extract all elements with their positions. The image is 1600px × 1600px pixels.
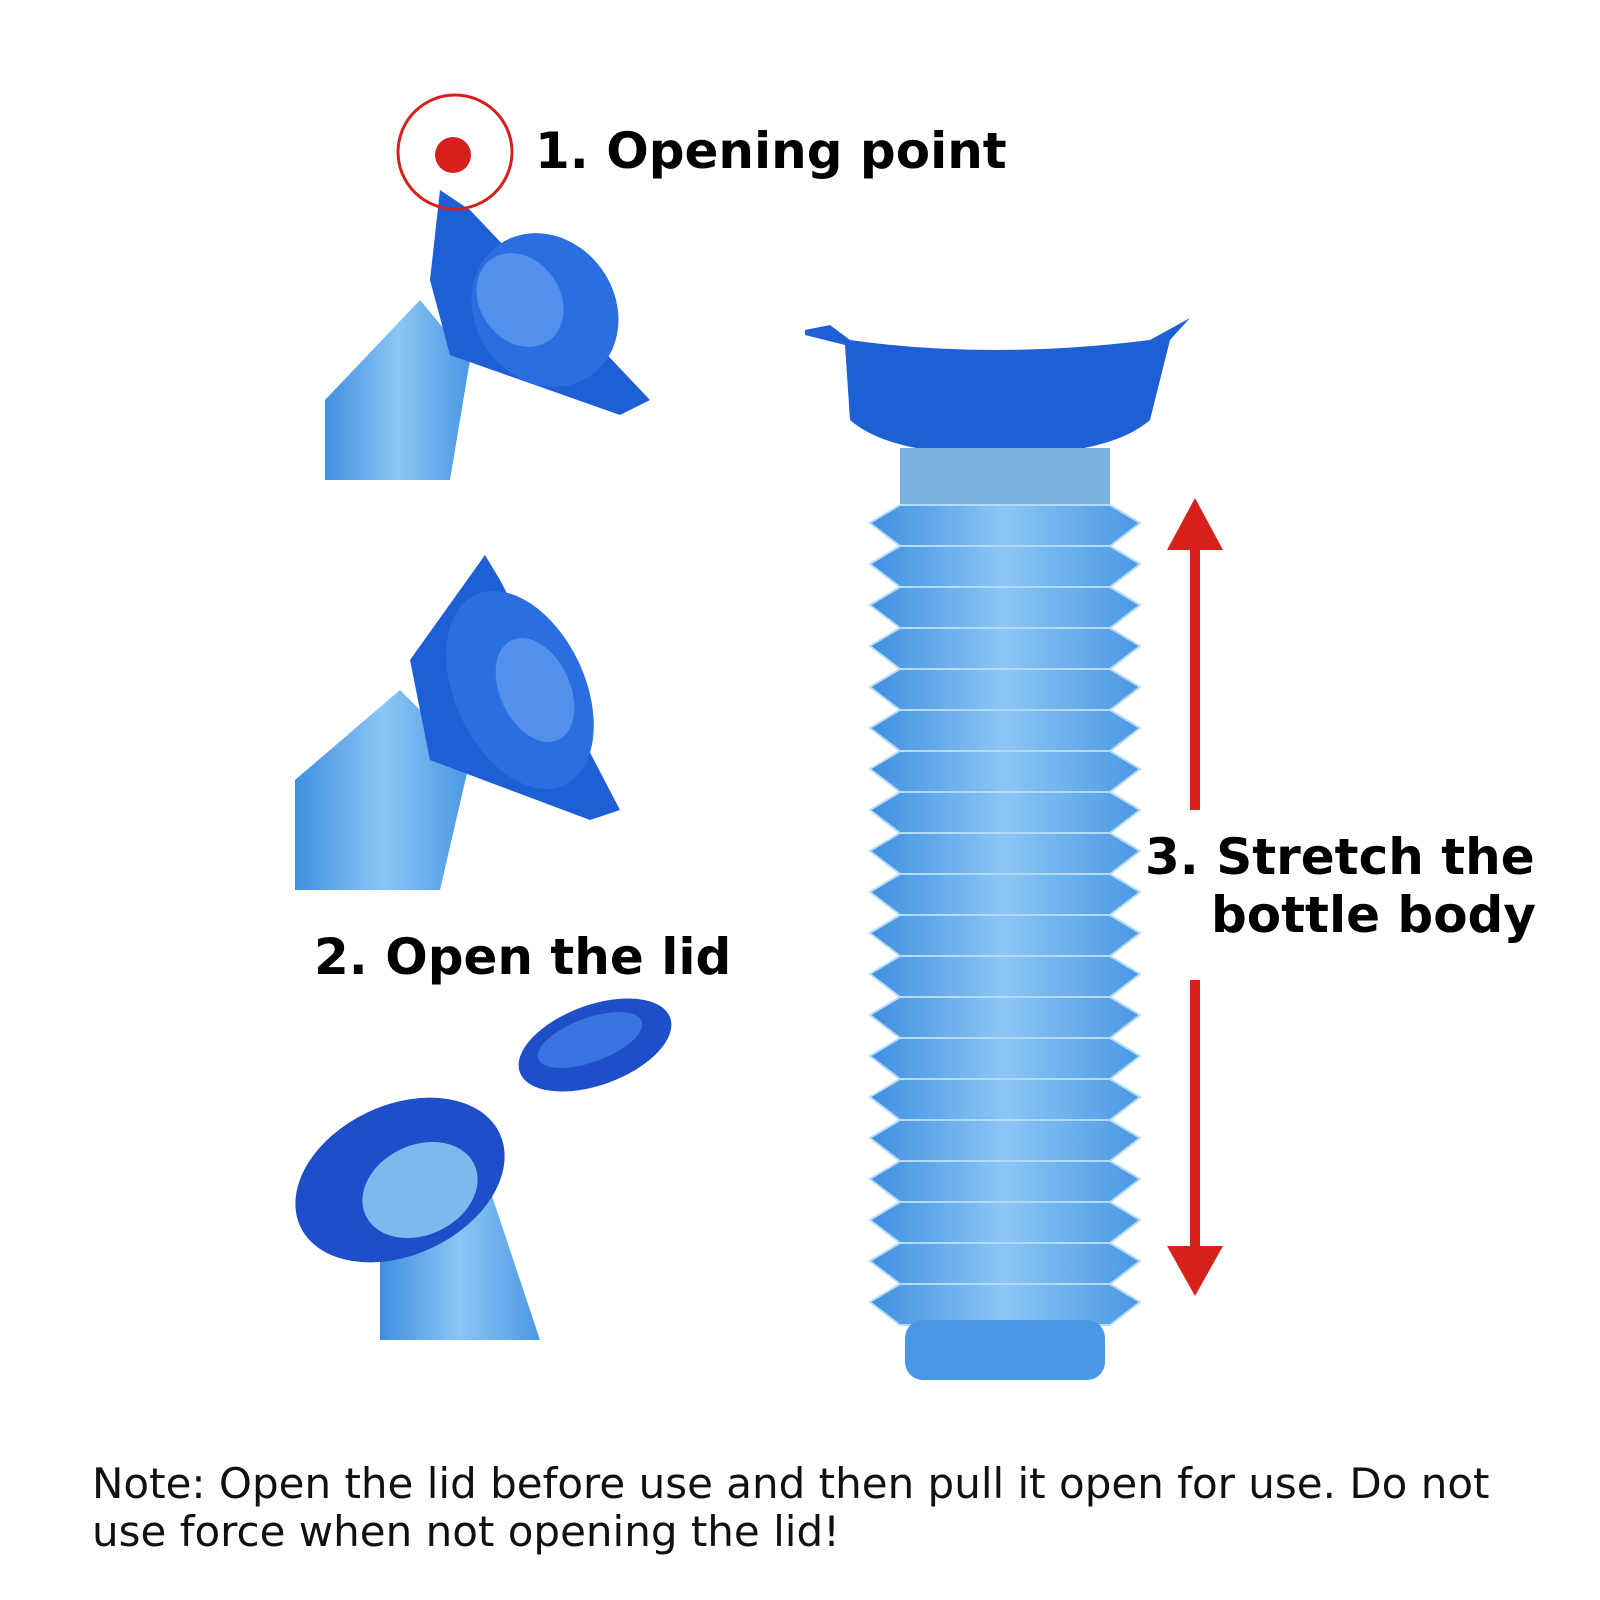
arrow-down-icon [1167,1246,1223,1296]
opening-point-image [325,190,650,480]
step-3-label-line2: bottle body [1211,886,1536,944]
bellows-ridge [868,1283,1142,1326]
open-lid-image [295,998,672,1340]
bellows-ridge [868,1201,1142,1244]
bellows-ridge [868,586,1142,629]
bellows-ridge [868,668,1142,711]
bellows-ridge [868,791,1142,834]
bellows-ridge [868,750,1142,793]
step-3-label-line1: 3. Stretch the [1145,828,1535,886]
bellows-ridge [868,545,1142,588]
closed-lid-image [295,555,620,890]
bellows-ridge [868,996,1142,1039]
bellows-ridge [868,955,1142,998]
step-2-label: 2. Open the lid [314,928,732,986]
stretch-arrow [1167,498,1223,1296]
bellows-ridge [868,914,1142,957]
bellows-ridge [868,873,1142,916]
bellows-ridge [868,832,1142,875]
bellows-ridge [868,1078,1142,1121]
usage-note: Note: Open the lid before use and then p… [92,1459,1490,1556]
opening-point-marker [396,93,514,211]
bellows-ridge [868,1242,1142,1285]
bellows-ridge [868,1160,1142,1203]
step-1-label: 1. Opening point [535,122,1007,180]
bellows-ridge [868,1119,1142,1162]
bellows-ridge [868,709,1142,752]
bellows-ridge [868,627,1142,670]
arrow-up-icon [1167,498,1223,550]
bellows-ridge [868,504,1142,547]
stretched-bottle-image [805,318,1190,1380]
bellows-ridge [868,1037,1142,1080]
